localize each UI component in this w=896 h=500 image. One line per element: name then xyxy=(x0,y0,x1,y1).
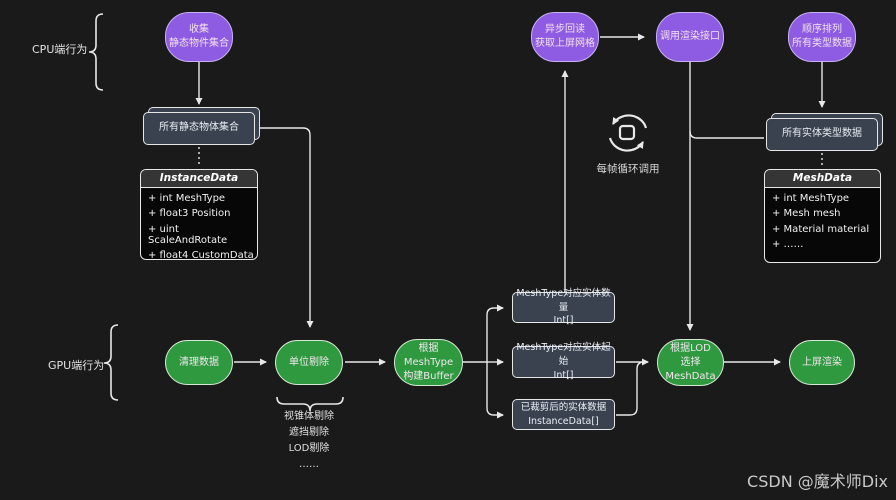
cpu-brace xyxy=(88,13,104,91)
link-to-entity-type-data xyxy=(689,130,764,139)
store-all-entity-type-data: 所有实体类型数据 xyxy=(766,118,878,151)
arrow-to-buffer-instances xyxy=(486,362,504,419)
node-build-buffer: 根据MeshType 构建Buffer xyxy=(394,339,463,386)
class-title-meshdata: MeshData xyxy=(765,170,880,188)
node-render-to-screen: 上屏渲染 xyxy=(789,340,855,385)
class-field: + int MeshType xyxy=(148,192,226,204)
watermark: CSDN @魔术师Dix xyxy=(747,472,888,491)
buffer-box-entity-start: MeshType对应实体起始 Int[] xyxy=(512,342,615,381)
culling-underbrace xyxy=(276,396,344,412)
class-field: + float3 Position xyxy=(148,208,231,219)
class-field: + uint ScaleAndRotate xyxy=(148,223,228,246)
node-async-readback: 异步回读 获取上屏网格 xyxy=(531,12,599,62)
node-select-mesh-by-lod: 根据LOD 选择MeshData xyxy=(657,339,724,386)
buffer-box-entity-count: MeshType对应实体数量 Int[] xyxy=(512,288,615,326)
class-field: + …… xyxy=(772,239,804,250)
loop-label: 每帧循环调用 xyxy=(596,163,660,175)
class-box-instancedata: InstanceData + int MeshType + float3 Pos… xyxy=(140,169,258,260)
class-field: + float4 CustomData xyxy=(148,250,254,260)
arrow-static-to-culling xyxy=(256,127,314,328)
gpu-side-label: GPU端行为 xyxy=(48,359,105,372)
link-instances-merge xyxy=(616,361,645,416)
class-box-meshdata: MeshData + int MeshType + Mesh mesh + Ma… xyxy=(764,169,881,263)
node-sort-all-types: 顺序排列 所有类型数据 xyxy=(788,12,856,62)
arrow-to-buffer-count xyxy=(486,304,504,362)
culling-note: 视锥体剔除 遮挡剔除 LOD剔除 …… xyxy=(284,411,334,470)
store-all-static-objects: 所有静态物体集合 xyxy=(143,112,255,145)
node-clear-data: 清理数据 xyxy=(165,340,233,385)
node-unit-culling: 单位剔除 xyxy=(275,340,343,385)
cpu-side-label: CPU端行为 xyxy=(32,43,88,56)
buffer-box-culled-instances: 已裁剪后的实体数据 InstanceData[] xyxy=(512,399,615,430)
loop-icon xyxy=(608,114,648,152)
class-field: + Mesh mesh xyxy=(772,208,841,219)
node-call-render-api: 调用渲染接口 xyxy=(656,12,724,62)
class-field: + int MeshType xyxy=(772,192,850,204)
gpu-brace xyxy=(103,324,119,401)
node-collect-static-objects: 收集 静态物件集合 xyxy=(165,12,233,62)
class-title-instancedata: InstanceData xyxy=(141,170,257,188)
class-field: + Material material xyxy=(772,223,870,235)
